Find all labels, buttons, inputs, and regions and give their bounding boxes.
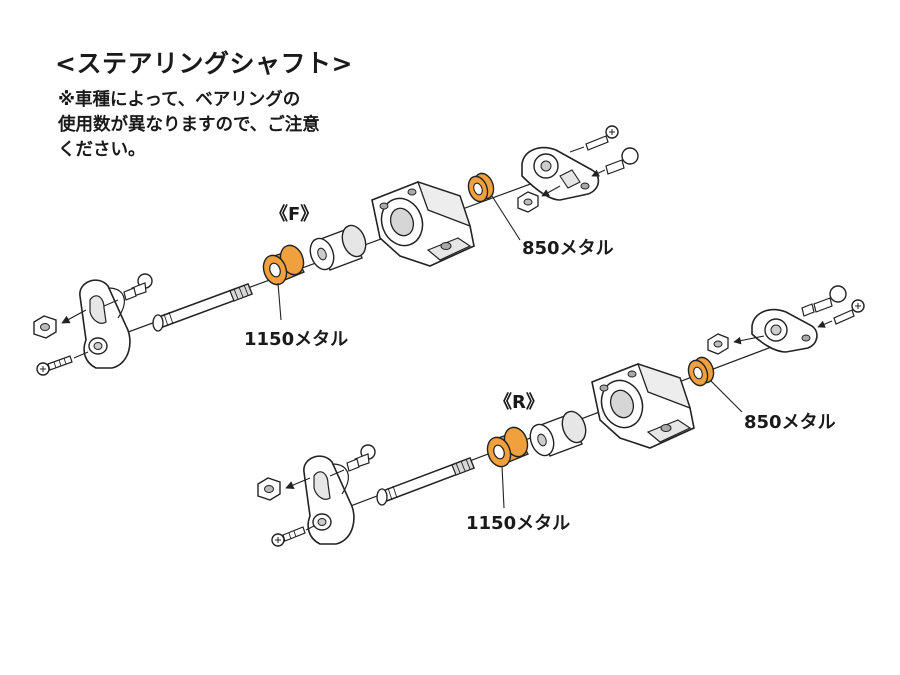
front-stud-line [103, 299, 119, 307]
front-850-label: 850メタル [522, 238, 614, 259]
front-knuckle-housing [371, 180, 475, 267]
rear-850-metal [687, 356, 715, 387]
rear-stud-line [329, 469, 345, 477]
rear-1150-metal [486, 426, 529, 468]
rear-screw-bottom [271, 526, 306, 547]
rear-upper-ball-stud [801, 285, 847, 317]
rear-top-screw [833, 299, 865, 325]
front-section-label: 《F》 [270, 204, 319, 225]
rear-ball-stud [346, 444, 376, 472]
rear-1150-leader [501, 465, 505, 509]
front-upper-ball-stud [605, 147, 639, 175]
rear-bracket-nut-arrow [733, 335, 765, 345]
rear-section-label: 《R》 [494, 392, 544, 413]
front-spacer [309, 224, 367, 271]
note-line-2: 使用数が異なりますので、ご注意 [58, 115, 320, 135]
rear-1150-label: 1150メタル [466, 513, 571, 534]
front-1150-leader [277, 282, 282, 321]
section-heading: <ステアリングシャフト> [55, 49, 353, 78]
compatibility-note: ※車種によって、ベアリングの 使用数が異なりますので、ご注意 ください。 [58, 88, 320, 163]
rear-top-screw-arrow [817, 320, 833, 328]
front-850-leader [491, 195, 521, 241]
note-line-1: ※車種によって、ベアリングの [58, 90, 301, 110]
rear-upper-bracket [751, 308, 818, 353]
front-850-metal [467, 172, 495, 203]
front-upper-stud-arrow [591, 169, 606, 177]
front-screw-bottom [36, 355, 73, 376]
rear-screw-line [305, 525, 315, 531]
front-top-screw [585, 125, 619, 151]
front-bracket-nut [517, 191, 539, 213]
rear-shaft [376, 457, 475, 506]
front-assembly [33, 125, 639, 376]
rear-spacer [529, 410, 587, 457]
rear-assembly [257, 285, 865, 547]
rear-knuckle-housing [591, 362, 695, 449]
front-steering-arm [79, 279, 131, 369]
front-nut-arrow [61, 309, 87, 324]
front-screw-line [73, 351, 89, 359]
front-1150-label: 1150メタル [244, 329, 349, 350]
front-ball-stud [123, 273, 153, 301]
front-nut [33, 315, 57, 339]
front-top-screw-line [569, 146, 585, 153]
front-1150-metal [262, 244, 305, 286]
front-upper-bracket [521, 146, 600, 201]
rear-850-leader [709, 379, 743, 413]
rear-nut [257, 477, 281, 501]
rear-steering-arm [303, 455, 355, 545]
rear-bracket-nut [707, 333, 729, 355]
front-shaft [152, 283, 253, 332]
rear-nut-arrow [285, 477, 311, 489]
front-bracket-nut-arrow [541, 185, 561, 197]
rear-850-label: 850メタル [744, 412, 836, 433]
note-line-3: ください。 [58, 140, 146, 160]
